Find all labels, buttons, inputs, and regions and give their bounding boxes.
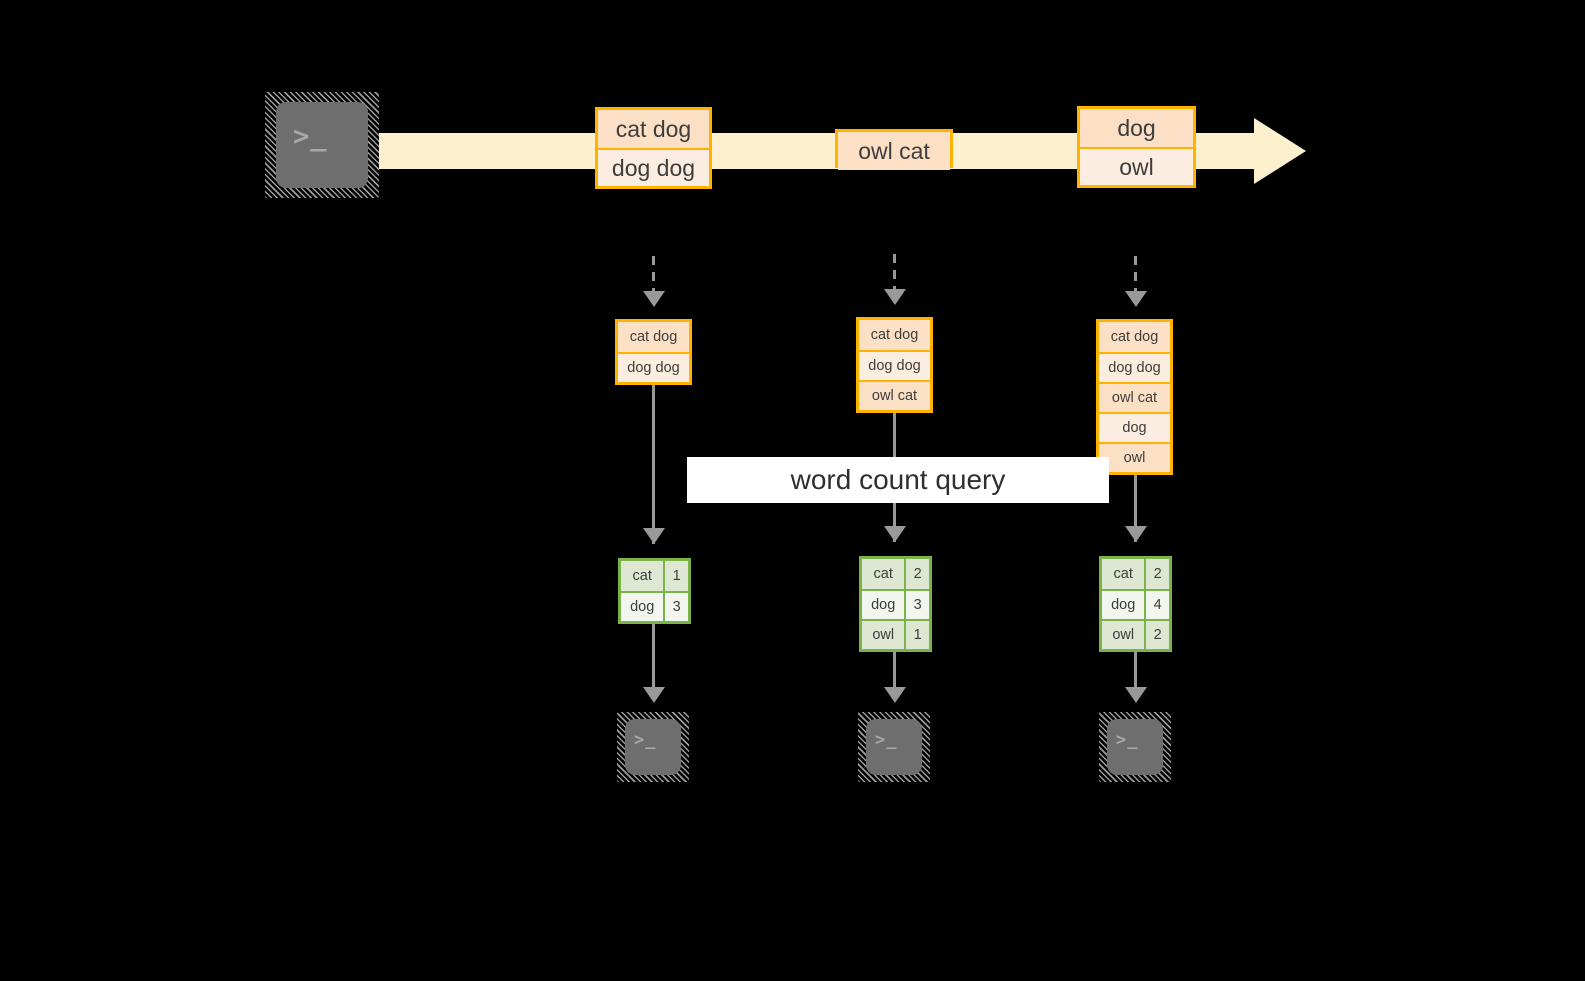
stream-message-line: dog dog — [598, 148, 709, 186]
sink-connector-arrowhead-2 — [884, 687, 906, 703]
accumulated-line: owl cat — [1099, 382, 1170, 412]
result-count: 1 — [663, 561, 688, 591]
stream-message-line: dog — [1080, 109, 1193, 147]
stream-message-line: owl cat — [838, 132, 950, 170]
source-terminal-icon: >_ — [265, 92, 379, 198]
terminal-prompt-glyph: >_ — [1116, 730, 1139, 750]
result-table-2: cat 2 dog 3 owl 1 — [859, 556, 932, 652]
result-word: cat — [862, 559, 905, 589]
stream-message-3: dog owl — [1077, 106, 1196, 188]
ingest-connector-2 — [893, 254, 896, 300]
ingest-connector-arrowhead-3 — [1125, 291, 1147, 307]
accumulated-line: owl — [1099, 442, 1170, 472]
result-row: cat 2 — [1102, 559, 1169, 589]
result-count: 3 — [663, 593, 688, 621]
result-word: owl — [1102, 621, 1145, 649]
terminal-body — [1107, 719, 1163, 775]
accumulated-line: cat dog — [859, 320, 930, 350]
result-table-1: cat 1 dog 3 — [618, 558, 691, 624]
ingest-connector-arrowhead-2 — [884, 289, 906, 305]
sink-connector-2 — [893, 652, 896, 696]
result-count: 4 — [1144, 591, 1169, 619]
accumulated-line: cat dog — [618, 322, 689, 352]
stream-message-2: owl cat — [835, 129, 953, 170]
query-connector-arrowhead-2 — [884, 526, 906, 542]
result-word: dog — [862, 591, 905, 619]
result-count: 3 — [904, 591, 929, 619]
result-row: owl 2 — [1102, 619, 1169, 649]
stream-arrow-head — [1254, 118, 1306, 184]
terminal-body — [866, 719, 922, 775]
result-word: cat — [1102, 559, 1145, 589]
stream-message-1: cat dog dog dog — [595, 107, 712, 189]
sink-terminal-icon-2: >_ — [858, 712, 930, 782]
result-count: 2 — [1144, 559, 1169, 589]
sink-connector-arrowhead-1 — [643, 687, 665, 703]
result-table-3: cat 2 dog 4 owl 2 — [1099, 556, 1172, 652]
terminal-body — [276, 102, 368, 188]
ingest-connector-arrowhead-1 — [643, 291, 665, 307]
result-word: owl — [862, 621, 905, 649]
terminal-prompt-glyph: >_ — [875, 730, 898, 750]
result-count: 1 — [904, 621, 929, 649]
sink-connector-arrowhead-3 — [1125, 687, 1147, 703]
sink-terminal-icon-3: >_ — [1099, 712, 1171, 782]
result-row: cat 2 — [862, 559, 929, 589]
stream-message-line: owl — [1080, 147, 1193, 185]
query-connector-arrowhead-3 — [1125, 526, 1147, 542]
accumulated-line: dog dog — [1099, 352, 1170, 382]
sink-terminal-icon-1: >_ — [617, 712, 689, 782]
accumulated-stream-3: cat dog dog dog owl cat dog owl — [1096, 319, 1173, 475]
accumulated-stream-2: cat dog dog dog owl cat — [856, 317, 933, 413]
accumulated-line: dog dog — [859, 350, 930, 380]
accumulated-stream-1: cat dog dog dog — [615, 319, 692, 385]
accumulated-line: dog — [1099, 412, 1170, 442]
query-connector-arrowhead-1 — [643, 528, 665, 544]
ingest-connector-3 — [1134, 256, 1137, 302]
result-row: dog 3 — [862, 589, 929, 619]
result-row: dog 4 — [1102, 589, 1169, 619]
query-connector-1 — [652, 385, 655, 544]
accumulated-line: cat dog — [1099, 322, 1170, 352]
stream-message-line: cat dog — [598, 110, 709, 148]
result-row: dog 3 — [621, 591, 688, 621]
result-count: 2 — [1144, 621, 1169, 649]
ingest-connector-1 — [652, 256, 655, 302]
result-count: 2 — [904, 559, 929, 589]
query-label: word count query — [687, 457, 1109, 503]
result-word: cat — [621, 561, 664, 591]
terminal-prompt-glyph: >_ — [293, 121, 328, 152]
query-connector-3 — [1134, 475, 1137, 542]
terminal-prompt-glyph: >_ — [634, 730, 657, 750]
result-row: owl 1 — [862, 619, 929, 649]
accumulated-line: dog dog — [618, 352, 689, 382]
result-row: cat 1 — [621, 561, 688, 591]
result-word: dog — [621, 593, 664, 621]
accumulated-line: owl cat — [859, 380, 930, 410]
sink-connector-1 — [652, 624, 655, 696]
terminal-body — [625, 719, 681, 775]
sink-connector-3 — [1134, 652, 1137, 696]
result-word: dog — [1102, 591, 1145, 619]
